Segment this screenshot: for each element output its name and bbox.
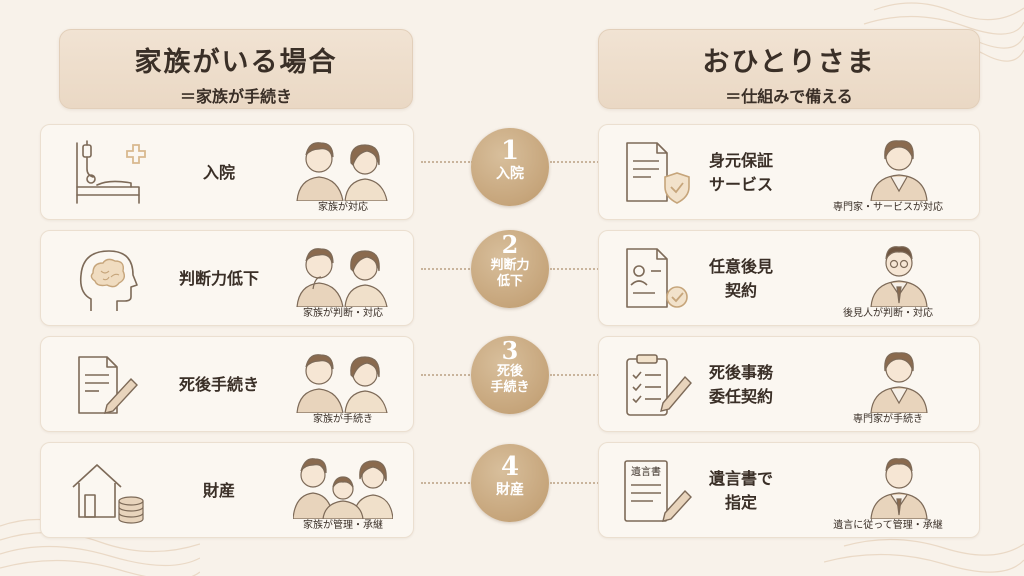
document-shield-icon	[626, 142, 690, 204]
will-document-icon: 遺言書	[624, 460, 692, 522]
connector-right-3	[550, 374, 602, 376]
step-circle-3: 3 死後 手続き	[471, 336, 549, 414]
step-circle-2: 2 判断力 低下	[471, 230, 549, 308]
male-guardian-icon	[870, 246, 928, 307]
left-card-hospital: 入院 家族が対応	[40, 124, 414, 220]
left-header-subtitle: ＝家族が手続き	[179, 87, 292, 106]
step-label-4: 財産	[496, 482, 524, 498]
step-circle-4: 4 財産	[471, 444, 549, 522]
connector-right-2	[550, 268, 602, 270]
connector-left-4	[421, 482, 473, 484]
left-label-hospital: 入院	[202, 163, 235, 182]
family-couple-thinking-icon	[296, 248, 388, 307]
right-card-will: 遺言書 遺言書で 指定 遺言に従って管理・承継	[598, 442, 980, 538]
right-label-guardianship: 任意後見 契約	[708, 257, 773, 300]
step-number-3: 3	[501, 336, 519, 365]
female-professional-icon	[870, 140, 928, 201]
left-header-title: 家族がいる場合	[134, 47, 338, 78]
right-caption-guarantor: 専門家・サービスが対応	[833, 202, 943, 213]
document-pen-icon	[78, 356, 138, 414]
step-number-4: 4	[500, 452, 520, 482]
family-couple-icon-3	[296, 354, 388, 413]
left-card-post-death: 死後手続き 家族が手続き	[40, 336, 414, 432]
right-card-guardianship: 任意後見 契約 後見人が判断・対応	[598, 230, 980, 326]
family-couple-icon	[296, 142, 388, 201]
connector-left-3	[421, 374, 473, 376]
will-document-icon-text: 遺言書	[631, 465, 661, 478]
right-label-will: 遺言書で 指定	[708, 469, 773, 512]
left-label-assets: 財産	[202, 481, 235, 500]
right-card-guarantor: 身元保証 サービス 専門家・サービスが対応	[598, 124, 980, 220]
step-label-2: 判断力 低下	[490, 258, 530, 289]
step-number-2: 2	[501, 230, 519, 259]
right-label-guarantor: 身元保証 サービス	[708, 151, 773, 194]
right-caption-guardianship: 後見人が判断・対応	[843, 308, 933, 319]
step-label-3: 死後 手続き	[490, 364, 530, 395]
hospital-bed-icon	[76, 140, 146, 204]
right-header-subtitle: ＝仕組みで備える	[725, 87, 853, 106]
clipboard-checklist-icon	[626, 354, 692, 416]
house-coins-icon	[72, 464, 144, 524]
step-number-1: 1	[500, 136, 520, 166]
right-header: おひとりさま ＝仕組みで備える	[598, 29, 980, 109]
connector-right-4	[550, 482, 602, 484]
left-card-judgment: 判断力低下 家族が判断・対応	[40, 230, 414, 326]
left-caption-assets: 家族が管理・承継	[303, 520, 383, 531]
left-label-post-death: 死後手続き	[178, 375, 259, 394]
right-caption-post-death-contract: 専門家が手続き	[853, 414, 923, 425]
family-three-icon	[293, 458, 393, 519]
connector-right-1	[550, 161, 602, 163]
right-caption-will: 遺言に従って管理・承継	[833, 520, 943, 531]
brain-head-icon	[79, 250, 138, 311]
left-caption-hospital: 家族が対応	[318, 202, 368, 213]
left-label-judgment: 判断力低下	[178, 269, 259, 288]
right-label-post-death-contract: 死後事務 委任契約	[708, 363, 773, 406]
step-label-1: 入院	[496, 166, 524, 182]
connector-left-2	[421, 268, 473, 270]
left-caption-judgment: 家族が判断・対応	[303, 308, 383, 319]
left-card-assets: 財産 家族が管理・承継	[40, 442, 414, 538]
female-professional-icon-3	[870, 352, 928, 413]
right-card-post-death-contract: 死後事務 委任契約 専門家が手続き	[598, 336, 980, 432]
connector-left-1	[421, 161, 473, 163]
contract-check-icon	[626, 248, 688, 308]
left-header: 家族がいる場合 ＝家族が手続き	[59, 29, 413, 109]
right-header-title: おひとりさま	[702, 47, 876, 78]
step-circle-1: 1 入院	[471, 128, 549, 206]
left-caption-post-death: 家族が手続き	[313, 414, 373, 425]
male-professional-icon	[870, 458, 928, 519]
